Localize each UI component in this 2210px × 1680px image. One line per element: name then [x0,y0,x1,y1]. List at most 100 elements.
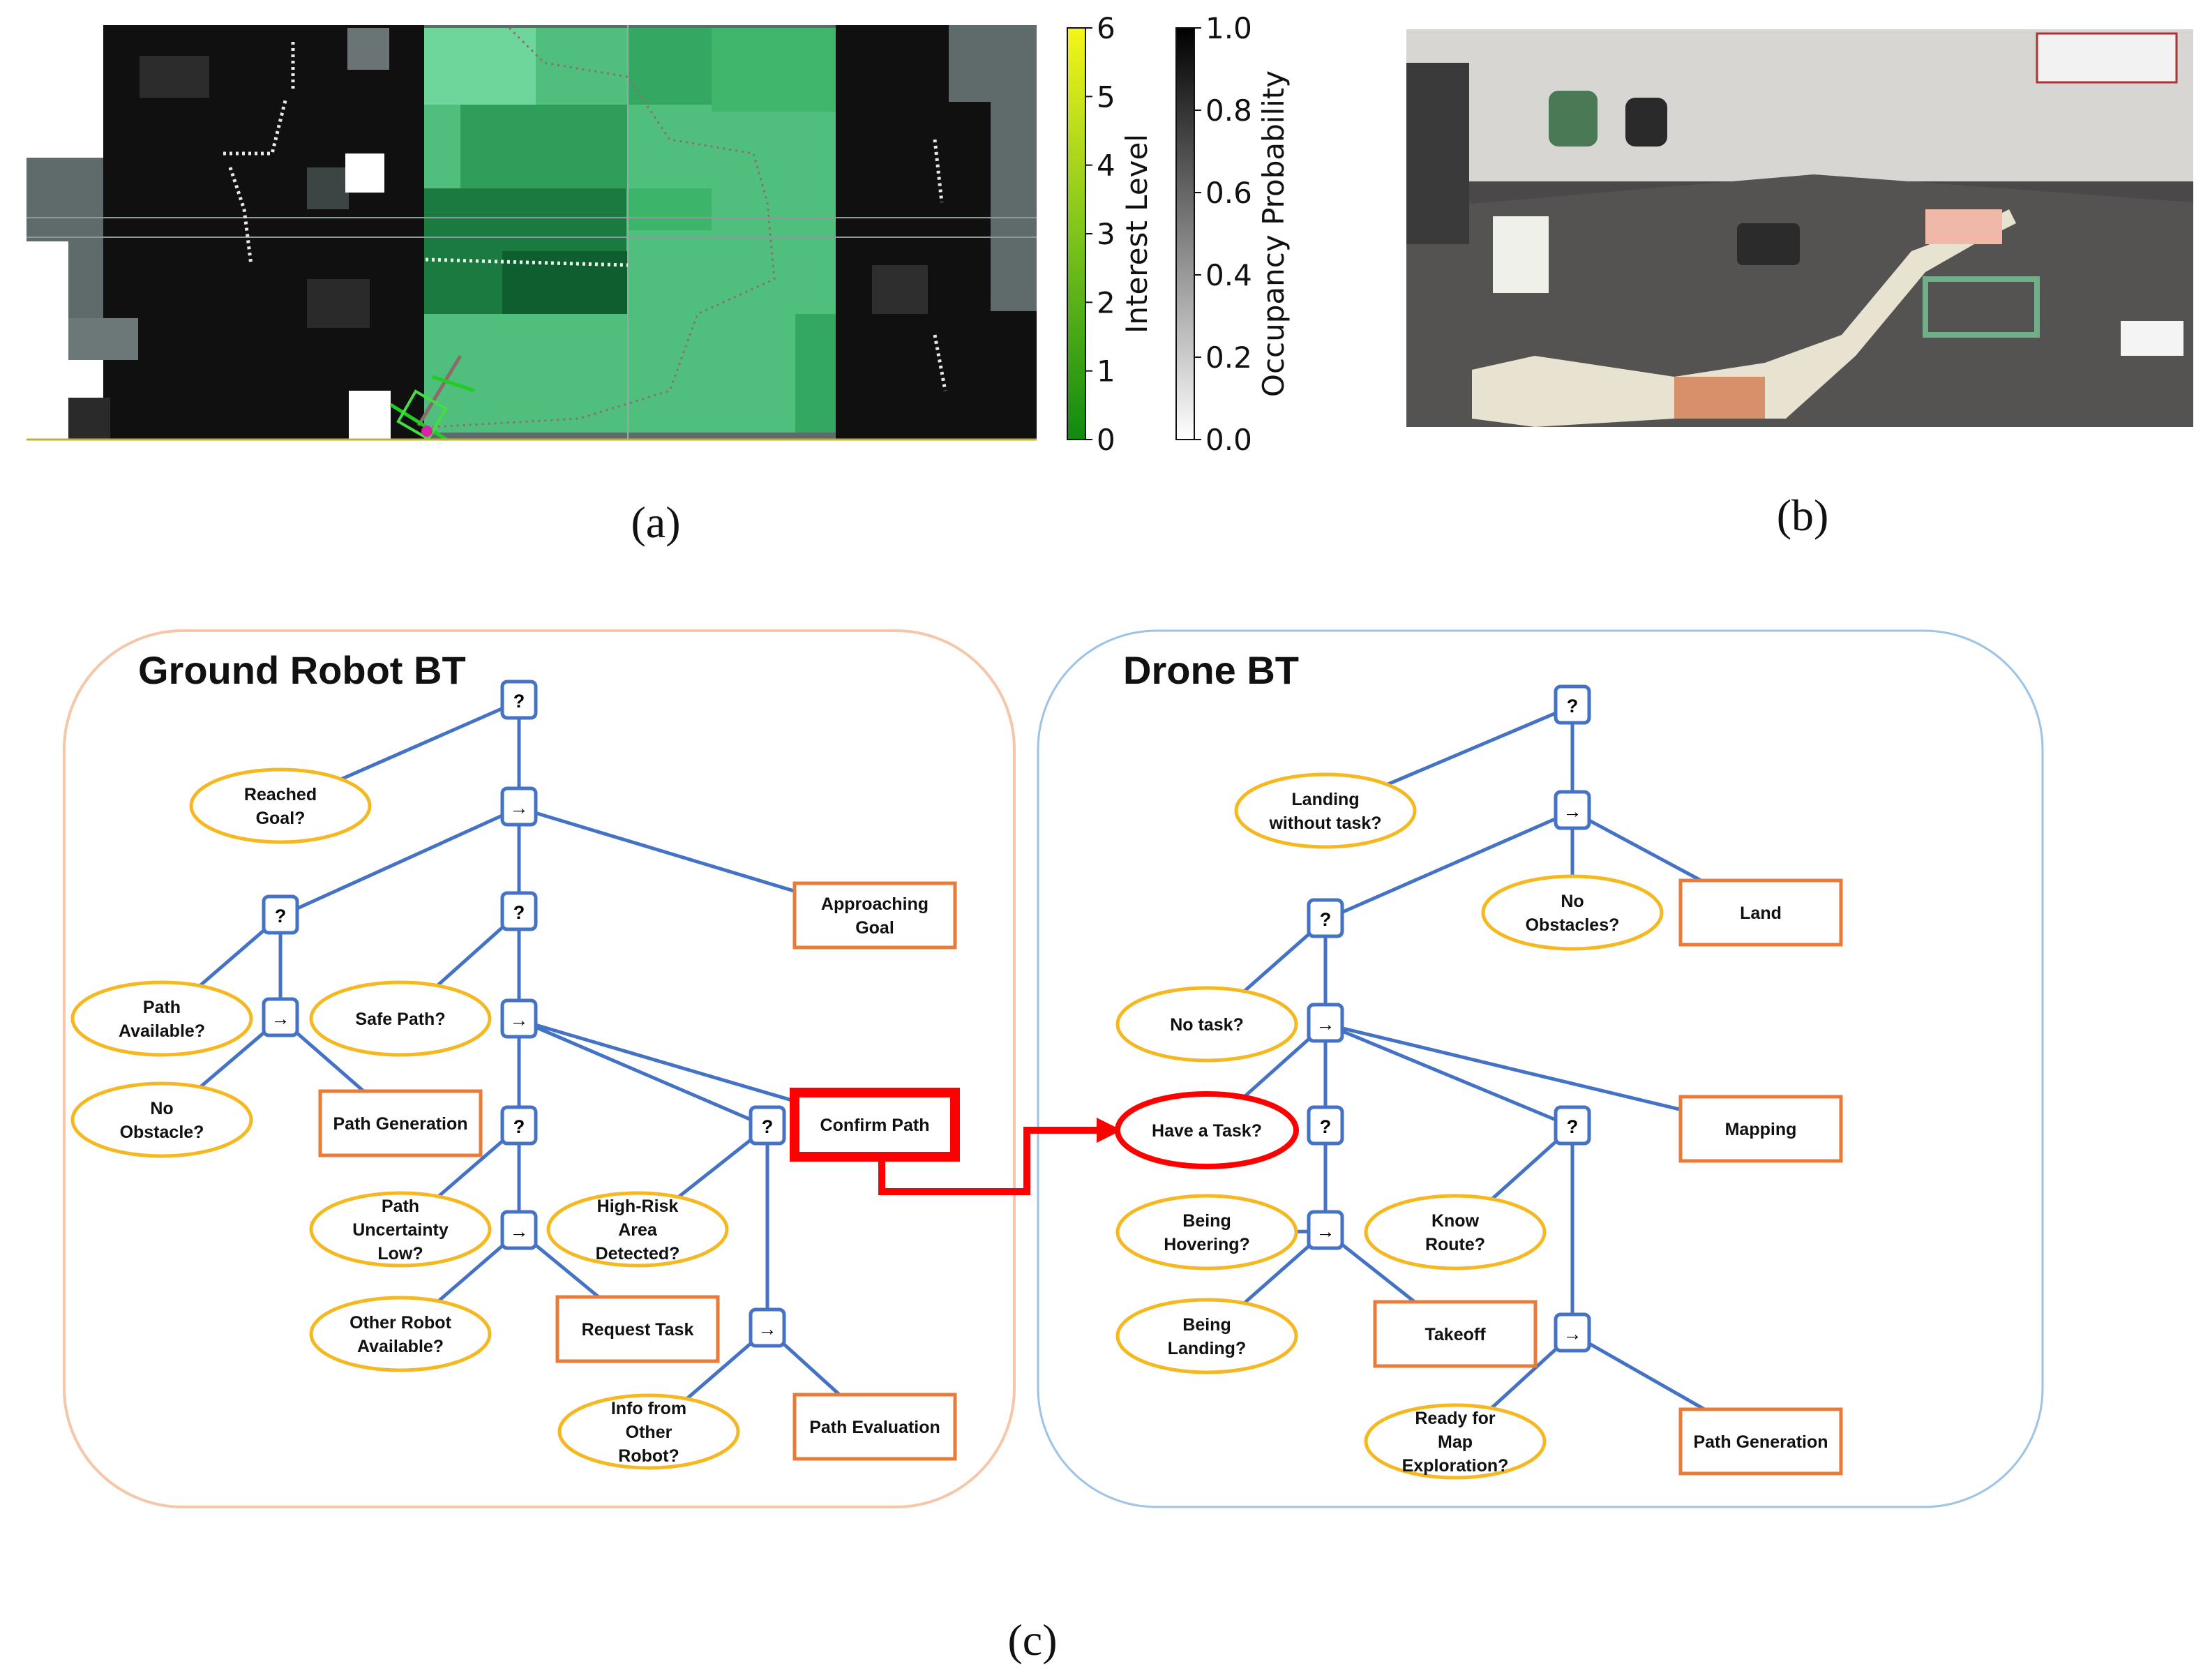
action-land: Land [1678,878,1843,947]
occupancy-colorbar-tick-label: 1.0 [1205,11,1252,45]
fallback-icon: ? [1320,1116,1332,1137]
map-cell [872,265,928,314]
photo-chair [1625,98,1667,147]
fallback-node-box [500,1105,538,1146]
caption-a: (a) [631,497,680,547]
occupancy-colorbar-tick-label: 0.6 [1205,176,1252,210]
map-cell [68,398,110,440]
photo-block-wall [1472,209,2016,427]
condition-ready-for-map-exploration-shape [1364,1403,1547,1480]
sequence-node-box [500,786,538,827]
sequence-node-box [1554,790,1591,830]
caption-c: (c) [1007,1615,1057,1665]
arrowhead-icon [1097,1118,1122,1143]
interest-cell [712,28,836,112]
sequence-node: → [500,786,538,827]
sequence-node: → [1554,1312,1591,1353]
sequence-node-box [1554,1312,1591,1353]
fallback-icon: ? [762,1116,774,1137]
condition-safe-path-shape [309,980,492,1057]
occupancy-colorbar-tick-label: 0.2 [1205,340,1252,375]
occupancy-probability-colorbar: 0.00.20.40.60.81.0 Occupancy Probability [1175,11,1291,457]
action-request-task-label: Request Task [582,1320,694,1340]
fallback-node: ? [500,891,538,931]
photo-chair [1549,91,1598,147]
lidar-scan [933,139,947,391]
condition-no-task: No task? [1115,986,1298,1063]
sequence-node: → [749,1307,786,1348]
action-mapping-shape [1678,1095,1843,1163]
fallback-node: ? [262,894,299,935]
fallback-node: ? [1554,684,1591,725]
map-cell [27,241,68,318]
interest-cell [628,28,712,105]
condition-no-obstacle-shape [70,1081,253,1158]
action-takeoff: Takeoff [1373,1300,1538,1368]
fallback-icon: ? [513,691,525,712]
action-mapping-label: Mapping [1725,1120,1797,1139]
condition-path-available-shape [70,980,253,1057]
sequence-node-box [262,997,299,1037]
tree-edge [518,1018,768,1129]
fallback-node: ? [500,680,538,720]
action-path-evaluation: Path Evaluation [792,1393,957,1461]
map-cell [349,391,391,440]
action-path-generation-label: Path Generation [1693,1432,1828,1452]
fallback-node-box [749,1105,786,1146]
photo-marker-square [1923,276,2040,338]
action-path-generation-shape [1678,1407,1843,1476]
map-cell [949,25,1037,102]
action-confirm-path-label: Confirm Path [820,1116,930,1135]
action-land-shape [1678,878,1843,947]
interest-colorbar-tick-label: 0 [1097,423,1115,457]
fallback-icon: ? [275,906,287,927]
sequence-node: → [262,997,299,1037]
sequence-arrow-icon: → [510,1010,529,1030]
fallback-node-box [500,891,538,931]
fallback-node-box [500,680,538,720]
action-request-task-shape [555,1295,720,1363]
sequence-arrow-icon: → [1316,1221,1335,1242]
tree-edge [1324,809,1574,922]
action-mapping: Mapping [1678,1095,1843,1163]
fallback-node: ? [749,1105,786,1146]
sequence-arrow-icon: → [510,797,529,818]
tree-edge [279,806,520,918]
photo-door [1406,63,1469,244]
map-cell [347,28,389,70]
sequence-arrow-icon: → [1563,1323,1582,1344]
interest-colorbar-tick-label: 6 [1097,11,1115,45]
fallback-node-box [262,894,299,935]
action-path-generation-shape [318,1089,483,1157]
occupancy-colorbar-scale [1175,27,1195,440]
photo-wall-block [1493,216,1549,293]
sequence-arrow-icon: → [1563,801,1582,822]
condition-safe-path: Safe Path? [309,980,492,1057]
map-cell [140,56,209,98]
interest-cell [628,188,712,230]
sequence-node-box [749,1307,786,1348]
sequence-node-box [500,998,538,1039]
occupancy-colorbar-tick-label: 0.8 [1205,93,1252,128]
photo-ground-robot-icon [1737,223,1800,265]
sequence-node: → [1554,790,1591,830]
interest-colorbar-tick-label: 3 [1097,217,1115,251]
fallback-icon: ? [1320,909,1332,930]
occupancy-colorbar-tick-label: 0.4 [1205,258,1252,292]
condition-being-landing-shape [1115,1298,1298,1374]
map-cell [27,25,103,158]
photo-block-orange [1674,377,1765,419]
map-cell [307,167,349,209]
